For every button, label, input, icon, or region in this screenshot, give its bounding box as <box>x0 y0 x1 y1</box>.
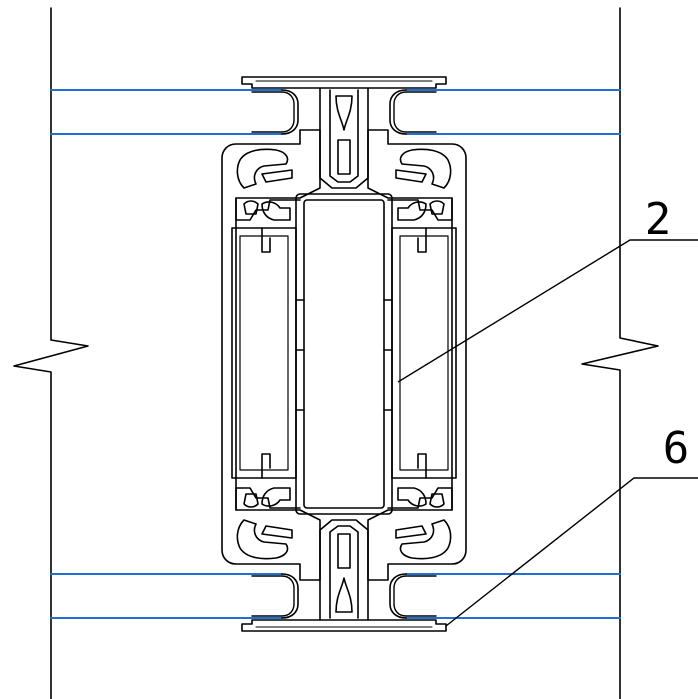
lower-right-glass <box>389 573 621 619</box>
top-cap-plate <box>241 76 447 89</box>
lower-left-connector <box>235 487 301 511</box>
lower-left-glass <box>50 573 299 619</box>
upper-left-connector <box>235 197 301 221</box>
left-boundary-with-break <box>13 7 89 699</box>
callout-label-2: 2 <box>645 194 672 245</box>
bottom-cap-plate <box>241 619 447 632</box>
lower-left-gasket <box>236 519 293 560</box>
leader-line-6 <box>445 477 698 627</box>
upper-right-gasket <box>395 148 452 189</box>
upper-left-gasket <box>236 148 293 189</box>
glass-panels <box>50 89 621 619</box>
top-center-clip <box>319 87 369 189</box>
central-tube <box>295 193 393 515</box>
lower-right-connector <box>387 487 453 511</box>
upper-right-connector <box>387 197 453 221</box>
leader-line-2 <box>397 239 698 383</box>
lower-right-gasket <box>395 519 452 560</box>
mullion-outer-body <box>221 129 467 581</box>
bottom-center-clip <box>319 519 369 621</box>
upper-left-glass <box>50 89 299 135</box>
callout-label-6: 6 <box>663 423 690 474</box>
upper-right-glass <box>389 89 621 135</box>
left-inner-chamber <box>231 227 297 479</box>
right-boundary-with-break <box>581 7 659 699</box>
